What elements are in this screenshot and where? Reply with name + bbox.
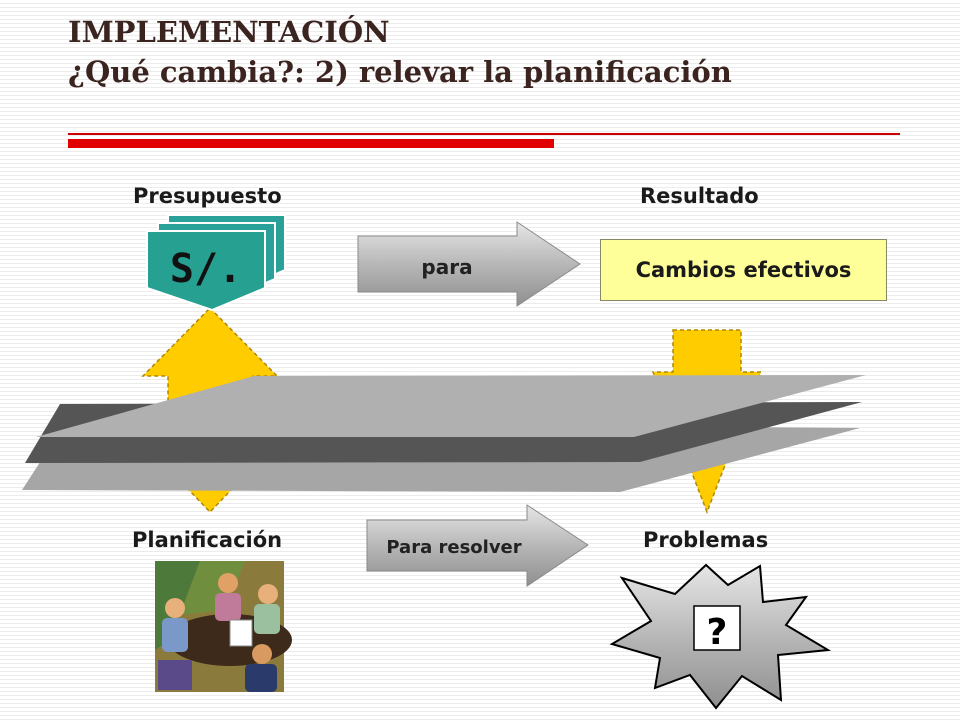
title-rule-thick xyxy=(68,139,554,148)
process-arrow-top-label: para xyxy=(421,255,472,279)
title-line-2: ¿Qué cambia?: 2) relevar la planificació… xyxy=(68,55,732,89)
money-symbol: S/. xyxy=(170,246,242,292)
title-line-1: IMPLEMENTACIÓN xyxy=(68,15,390,49)
process-arrow-top: para xyxy=(357,221,581,307)
money-bills-icon: S/. xyxy=(146,214,286,312)
process-planes xyxy=(22,375,866,492)
label-problemas: Problemas xyxy=(643,528,769,552)
label-presupuesto: Presupuesto xyxy=(133,184,282,208)
explosion-burst-icon: ? xyxy=(609,563,832,710)
process-arrow-bottom: Para resolver xyxy=(366,504,589,587)
plane-top xyxy=(36,375,866,437)
problem-question-mark: ? xyxy=(707,612,728,653)
title-rule-thin xyxy=(68,133,900,135)
process-arrow-bottom-label: Para resolver xyxy=(386,537,521,558)
meeting-people-icon xyxy=(155,561,292,692)
label-planificacion: Planificación xyxy=(132,528,283,552)
result-box: Cambios efectivos xyxy=(600,239,887,301)
slide-title: IMPLEMENTACIÓN ¿Qué cambia?: 2) relevar … xyxy=(68,12,732,92)
label-resultado: Resultado xyxy=(640,184,759,208)
